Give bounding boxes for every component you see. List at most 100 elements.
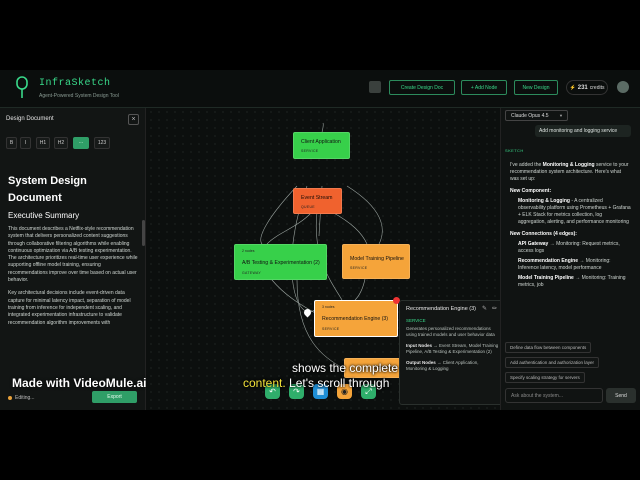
doc-section-heading: Executive Summary xyxy=(8,211,80,220)
edit-status: Editing... xyxy=(8,395,34,401)
node-type: SERVICE xyxy=(322,327,340,331)
node-title: A/B Testing & Experimentation (2) xyxy=(242,260,320,266)
edge xyxy=(354,278,366,301)
fit-view-icon[interactable]: ⤢ xyxy=(361,384,376,399)
node-title: Recommendation Engine (3) xyxy=(322,316,389,322)
avatar[interactable] xyxy=(617,81,629,93)
node-model-training[interactable]: Model Training Pipeline SERVICE xyxy=(342,244,410,279)
node-recommendation-engine[interactable]: 3 nodes Recommendation Engine (3) SERVIC… xyxy=(314,300,398,337)
pencil-icon[interactable]: ✏ xyxy=(491,306,497,312)
reply-item: Monitoring & Logging - A centralized obs… xyxy=(518,198,631,225)
list-button[interactable]: ··· xyxy=(73,137,89,149)
add-node-button[interactable]: + Add Node xyxy=(461,80,507,95)
node-title: Monitoring & Logging xyxy=(373,365,423,371)
suggestion-chip[interactable]: Add authentication and authorization lay… xyxy=(505,357,600,368)
suggestion-chip[interactable]: Define data flow between components xyxy=(505,342,592,353)
reply-section-heading: New Connections (4 edges): xyxy=(510,231,577,237)
new-design-button[interactable]: New Design xyxy=(514,80,558,95)
reply-section-heading: New Component: xyxy=(510,188,552,194)
edge xyxy=(260,185,298,245)
design-doc-panel: Design Document × B I H1 H2 ··· 123 Syst… xyxy=(0,108,146,410)
node-title: Model Training Pipeline xyxy=(350,256,404,262)
logo-icon xyxy=(16,76,28,98)
reply-intro: I've added the Monitoring & Logging serv… xyxy=(510,162,629,182)
node-ab-testing[interactable]: 2 nodes A/B Testing & Experimentation (2… xyxy=(234,244,327,280)
close-icon[interactable]: × xyxy=(128,114,139,125)
detail-inputs-label: Input Nodes xyxy=(406,343,432,348)
h2-button[interactable]: H2 xyxy=(54,137,68,149)
user-message: Add monitoring and logging service xyxy=(535,125,631,137)
menu-button[interactable] xyxy=(369,81,381,93)
letterbox-bottom xyxy=(0,410,640,480)
numbered-list-button[interactable]: 123 xyxy=(94,137,110,149)
chat-panel: Claude Opus 4.5 ▼ Add monitoring and log… xyxy=(500,108,640,410)
caption-highlight: content. xyxy=(243,376,286,390)
node-meta: 2 nodes xyxy=(242,249,255,253)
letterbox-top xyxy=(0,0,640,70)
export-button[interactable]: Export xyxy=(92,391,137,403)
send-button[interactable]: Send xyxy=(606,388,636,403)
h1-button[interactable]: H1 xyxy=(36,137,50,149)
diagram-canvas[interactable]: Client Application SERVICE Event Stream … xyxy=(147,108,506,410)
node-monitoring-logging[interactable]: Monitoring & Logging xyxy=(344,358,422,378)
detail-outputs-text: Client Application, Monitoring & Logging xyxy=(406,360,479,371)
node-title: Event Stream xyxy=(301,195,333,201)
delete-node-icon[interactable] xyxy=(393,297,400,304)
layout-icon[interactable]: ▦ xyxy=(313,384,328,399)
doc-content[interactable]: System Design Document Executive Summary… xyxy=(8,173,140,393)
doc-panel-heading: Design Document xyxy=(6,116,54,122)
assistant-message: I've added the Monitoring & Logging serv… xyxy=(510,162,631,332)
edge xyxy=(271,279,316,314)
edge xyxy=(266,211,313,245)
credits-value: 231 xyxy=(577,84,588,91)
detail-inputs-text: Event Stream, Model Training Pipeline, A… xyxy=(406,343,499,354)
node-type: GATEWAY xyxy=(242,271,261,275)
create-design-doc-button[interactable]: Create Design Doc xyxy=(389,80,455,95)
camera-icon[interactable]: ◉ xyxy=(337,384,352,399)
watermark: Made with VideoMule.ai xyxy=(12,376,147,390)
node-type: QUEUE xyxy=(301,205,315,209)
node-type: SERVICE xyxy=(301,149,319,153)
chevron-down-icon: ▼ xyxy=(559,113,563,118)
app-subtitle: Agent-Powered System Design Tool xyxy=(39,93,119,99)
caption-line-2: content. Let's scroll through xyxy=(243,376,389,390)
reply-item: API Gateway → Monitoring: Request metric… xyxy=(518,241,620,254)
detail-outputs-label: Output Nodes xyxy=(406,360,436,365)
node-title: Client Application xyxy=(301,139,341,145)
node-event-stream[interactable]: Event Stream QUEUE xyxy=(293,188,342,214)
detail-title: Recommendation Engine (3) xyxy=(406,306,477,312)
redo-icon[interactable]: ↷ xyxy=(289,384,304,399)
detail-outputs: Output Nodes → Client Application, Monit… xyxy=(406,360,479,371)
diagram-edges xyxy=(260,122,383,371)
node-meta: 3 nodes xyxy=(322,305,335,309)
node-type: SERVICE xyxy=(350,266,368,270)
chat-input[interactable]: Ask about the system... xyxy=(505,388,603,403)
app-header: InfraSketch Agent-Powered System Design … xyxy=(0,70,640,108)
node-client-application[interactable]: Client Application SERVICE xyxy=(293,132,350,159)
credits-badge[interactable]: ⚡ 231 credits xyxy=(566,80,608,95)
detail-type: SERVICE xyxy=(406,318,426,323)
reply-item: Model Training Pipeline → Monitoring: Tr… xyxy=(518,275,626,288)
doc-paragraph: Key architectural decisions include even… xyxy=(8,290,131,326)
credits-label: credits xyxy=(589,84,605,91)
doc-title: System Design Document xyxy=(8,175,87,204)
caption-rest: Let's scroll through xyxy=(285,376,390,390)
edge xyxy=(296,279,348,371)
edit-icon[interactable]: ✎ xyxy=(481,306,487,312)
lightning-icon: ⚡ xyxy=(569,84,576,91)
model-select-value: Claude Opus 4.5 xyxy=(511,112,549,119)
italic-button[interactable]: I xyxy=(20,137,31,149)
node-detail-popover: Recommendation Engine (3) ✎ ✏ SERVICE Ge… xyxy=(399,300,506,405)
caption-line-1: shows the complete xyxy=(292,361,399,375)
bold-button[interactable]: B xyxy=(6,137,17,149)
undo-icon[interactable]: ↶ xyxy=(265,384,280,399)
app-window: InfraSketch Agent-Powered System Design … xyxy=(0,70,640,410)
suggestion-chip[interactable]: Specify scaling strategy for servers xyxy=(505,372,585,383)
detail-inputs: Input Nodes → Event Stream, Model Traini… xyxy=(406,343,499,354)
model-select[interactable]: Claude Opus 4.5 ▼ xyxy=(505,110,568,121)
edge xyxy=(331,211,368,245)
doc-paragraph: This document describes a Netflix-style … xyxy=(8,226,138,284)
detail-description: Generates personalized recommendations u… xyxy=(406,326,495,337)
status-dot-icon xyxy=(8,396,12,400)
doc-scrollbar[interactable] xyxy=(142,220,145,246)
